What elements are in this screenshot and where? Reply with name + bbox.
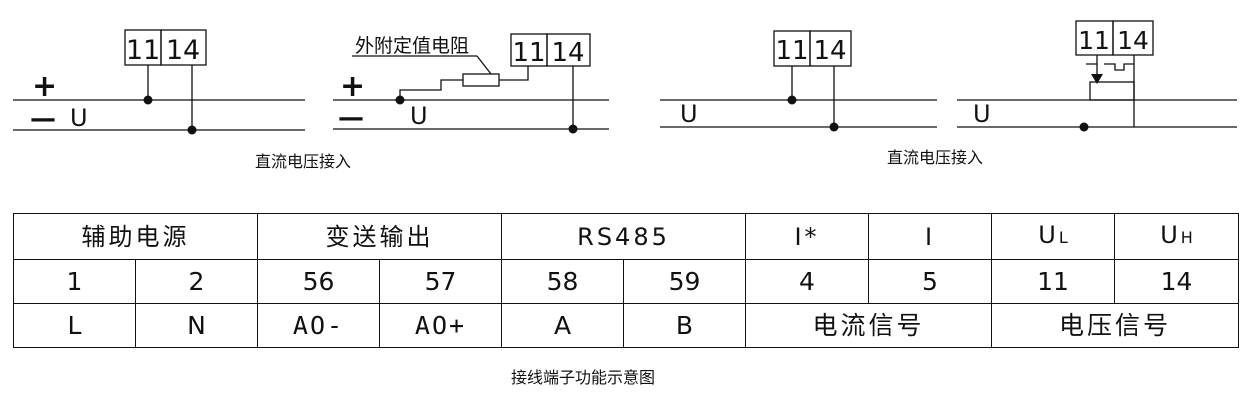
table-row-terminals: 1 2 56 57 58 59 4 5 11 14	[13, 259, 1239, 304]
wire-11-to-resistor	[499, 66, 529, 81]
cell-rs485: RS485	[501, 213, 746, 260]
diagram-dc-shunt: 11 14 U	[957, 20, 1237, 132]
function-ao-plus: AO+	[379, 303, 502, 348]
terminal-14-label: 14	[166, 35, 200, 66]
plus-sign: +	[32, 69, 57, 104]
junction-dot	[395, 95, 405, 105]
uh-main: U	[1160, 221, 1181, 249]
junction-dot	[568, 124, 578, 134]
terminal-number: 57	[379, 259, 502, 304]
diagram-dc-single-line: 11 14 U	[660, 30, 937, 132]
junction-dot	[1079, 122, 1089, 132]
terminal-box-14	[809, 30, 852, 67]
terminal-14-label: 14	[813, 36, 846, 66]
diagram-dc-direct: 11 14 + — U	[13, 29, 305, 135]
wire-11-feed	[1086, 55, 1098, 65]
junction-dot	[829, 122, 839, 132]
voltage-label: U	[680, 100, 698, 128]
terminal-box-14	[160, 29, 207, 66]
terminal-14-label: 14	[1117, 26, 1149, 55]
terminal-box-14	[546, 33, 591, 67]
cell-i: I	[868, 213, 992, 260]
table-row-groups: 辅助电源 变送输出 RS485 I* I UL UH	[13, 213, 1239, 260]
cell-i-star: I*	[745, 213, 869, 260]
junction-dot	[187, 125, 197, 135]
terminal-function-table: 辅助电源 变送输出 RS485 I* I UL UH 1 2 56 57 58 …	[13, 213, 1239, 348]
terminal-box-14	[1112, 20, 1154, 56]
minus-sign: —	[30, 104, 56, 134]
junction-dot	[143, 95, 153, 105]
function-n: N	[135, 303, 258, 348]
function-ao-minus: AO-	[257, 303, 380, 348]
caption-terminal-table: 接线端子功能示意图	[511, 368, 656, 387]
ul-main: U	[1038, 221, 1059, 249]
terminal-number: 11	[991, 259, 1115, 304]
terminal-11-label: 11	[1078, 26, 1110, 55]
caption-dc-voltage-right: 直流电压接入	[887, 148, 984, 167]
terminal-number: 59	[623, 259, 746, 304]
terminal-number: 5	[868, 259, 992, 304]
plus-sign: +	[340, 69, 365, 104]
resistor-leader-line	[476, 55, 492, 75]
function-current-signal: 电流信号	[745, 303, 992, 348]
cell-uh: UH	[1114, 213, 1239, 260]
junction-dot	[787, 95, 797, 105]
terminal-number: 1	[13, 259, 136, 304]
uh-subscript: H	[1180, 228, 1193, 247]
terminal-number: 2	[135, 259, 258, 304]
cell-transmit-output: 变送输出	[257, 213, 502, 260]
shunt-element	[1104, 63, 1134, 71]
function-a: A	[501, 303, 624, 348]
voltage-label: U	[973, 100, 991, 128]
diagram-dc-resistor: 外附定值电阻 11 14 + — U	[333, 33, 609, 134]
function-voltage-signal: 电压信号	[991, 303, 1239, 348]
terminal-number: 4	[745, 259, 869, 304]
terminal-11-label: 11	[775, 36, 808, 66]
wire-resistor-to-bus	[399, 79, 463, 100]
wiring-diagrams: 11 14 + — U 外附定值电阻 11 14 + — U 11	[13, 20, 1237, 135]
resistor-symbol	[462, 73, 500, 87]
terminal-number: 58	[501, 259, 624, 304]
function-b: B	[623, 303, 746, 348]
terminal-11-label: 11	[126, 35, 160, 66]
voltage-label: U	[410, 102, 428, 130]
function-l: L	[13, 303, 136, 348]
arrow-icon	[1091, 74, 1103, 84]
caption-dc-voltage-left: 直流电压接入	[255, 152, 352, 171]
terminal-14-label: 14	[551, 38, 584, 68]
inner-loop	[1089, 81, 1135, 101]
ul-subscript: L	[1058, 228, 1068, 247]
table-row-functions: L N AO- AO+ A B 电流信号 电压信号	[13, 303, 1239, 348]
terminal-number: 56	[257, 259, 380, 304]
cell-ul: UL	[991, 213, 1115, 260]
cell-aux-power: 辅助电源	[13, 213, 258, 260]
terminal-number: 14	[1114, 259, 1239, 304]
minus-sign: —	[338, 103, 364, 133]
external-resistor-label: 外附定值电阻	[355, 35, 469, 57]
terminal-11-label: 11	[512, 38, 545, 68]
voltage-label: U	[70, 104, 88, 132]
